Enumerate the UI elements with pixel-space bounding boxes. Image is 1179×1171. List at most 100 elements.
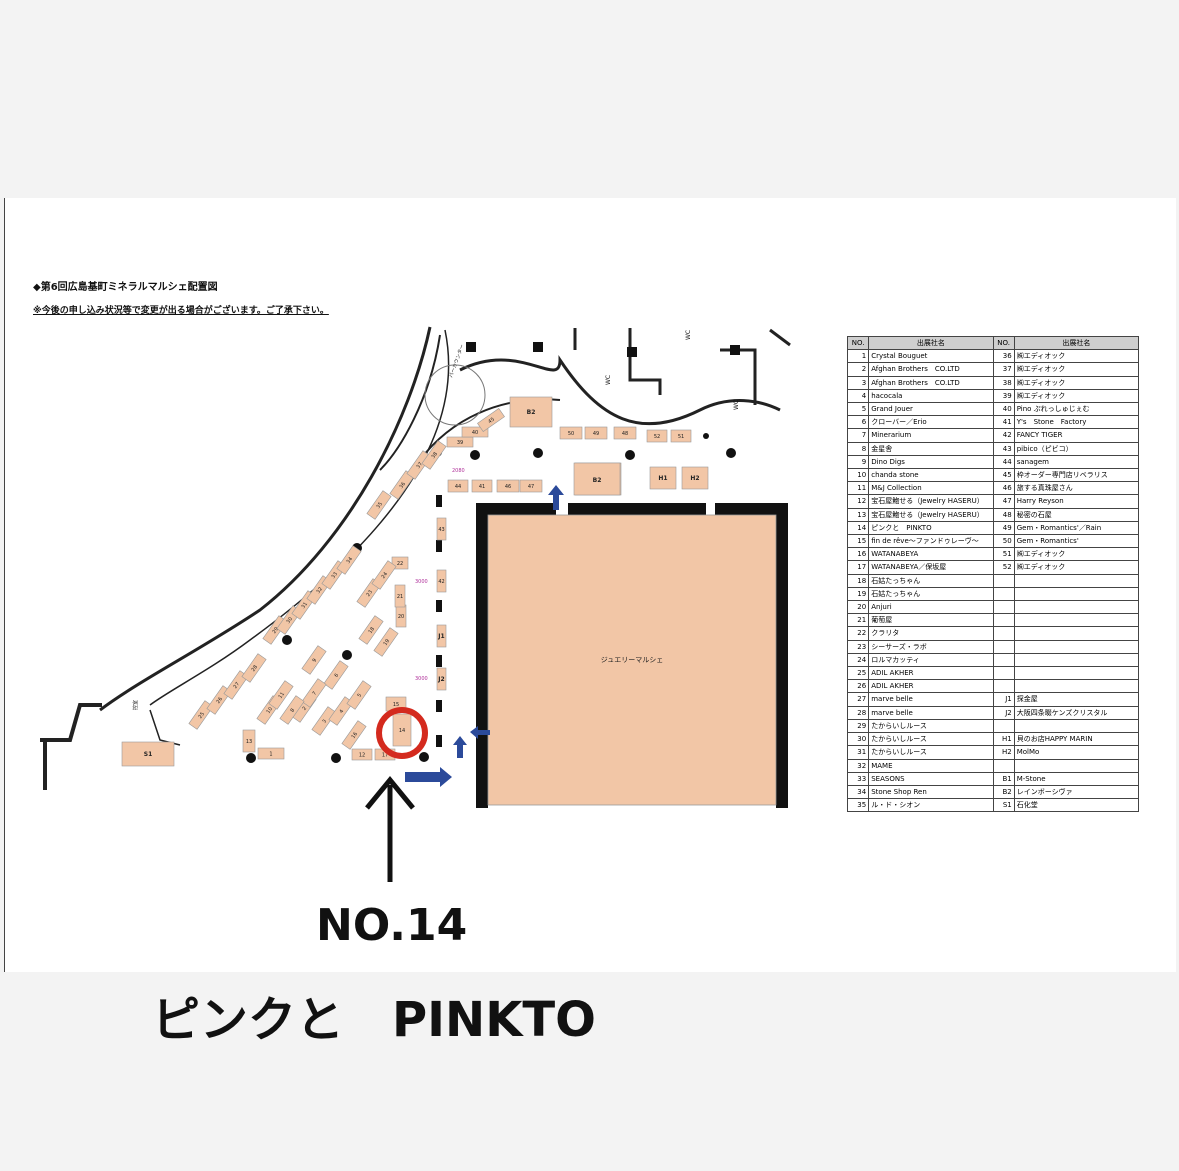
- booth-37: 37: [406, 450, 432, 480]
- booth-rect: [323, 660, 349, 690]
- row-no-left: 20: [846, 600, 870, 615]
- booth-rect: [436, 667, 447, 691]
- row-name-left: SEASONS: [868, 771, 994, 786]
- booth-14-highlight: [376, 707, 428, 759]
- booth-45: 45: [477, 408, 505, 432]
- counter-curve: [424, 364, 486, 426]
- row-name-left: たからいしルース: [868, 718, 994, 734]
- row-name-right: 秘密の石屋: [1013, 507, 1140, 522]
- booth-label: 22: [397, 561, 403, 567]
- booth-19: 19: [373, 627, 399, 657]
- room-label: 控室: [132, 700, 139, 710]
- row-no-left: 16: [846, 547, 870, 562]
- row-no-left: 5: [846, 402, 870, 417]
- booth-label: 15: [393, 702, 399, 708]
- row-name-right: ㈱エディオック: [1013, 547, 1140, 562]
- header-no-left: NO.: [846, 335, 870, 351]
- row-name-right: 枠オーダー専門店リベラリス: [1013, 468, 1140, 483]
- row-name-right: ㈱エディオック: [1013, 362, 1140, 377]
- booth-14: 14: [392, 713, 412, 747]
- row-no-left: 8: [846, 441, 870, 456]
- row-no-right: S1: [992, 798, 1015, 813]
- booth-label: 17: [382, 753, 388, 759]
- booth-rect: [242, 729, 256, 753]
- booth-label: 38: [431, 451, 440, 460]
- row-name-left: chanda stone: [868, 468, 994, 483]
- row-name-right: ㈱エディオック: [1013, 560, 1140, 575]
- row-no-left: 12: [846, 494, 870, 509]
- row-no-right: 52: [992, 560, 1015, 575]
- booth-label: 23: [366, 589, 375, 598]
- row-no-left: 33: [846, 771, 870, 786]
- row-no-left: 9: [846, 454, 870, 470]
- map-title: ◆第6回広島基町ミネラルマルシェ配置図: [33, 282, 218, 293]
- row-no-left: 25: [846, 666, 870, 681]
- booth-label: 28: [251, 664, 260, 673]
- booth-label: 6: [333, 673, 340, 679]
- row-no-left: 14: [846, 520, 870, 536]
- row-name-right: ㈱エディオック: [1013, 349, 1140, 364]
- booth-rect: [584, 426, 608, 440]
- booth-rect: [241, 653, 267, 683]
- booth-40: 40: [461, 426, 489, 438]
- row-name-left: 石姑たっちゃん: [868, 586, 994, 602]
- booth-rect: [613, 426, 637, 440]
- row-name-right: [1013, 679, 1140, 694]
- row-no-left: 11: [846, 481, 870, 496]
- row-no-left: 32: [846, 758, 870, 773]
- booth-s1: S1: [121, 741, 175, 767]
- row-name-right: 探金屋: [1013, 692, 1140, 707]
- row-name-right: Pino ぷれっしゅじぇむ: [1013, 402, 1140, 417]
- row-name-left: Afghan Brothers CO.LTD: [868, 375, 994, 390]
- booth-rect: [268, 680, 294, 710]
- row-name-left: marve belle: [868, 705, 994, 720]
- row-no-right: 46: [992, 481, 1015, 496]
- header-no-right: NO.: [992, 335, 1015, 351]
- dashed-columns: [436, 495, 442, 747]
- booth-rect: [392, 713, 412, 747]
- booth-24: 24: [371, 560, 397, 590]
- row-no-right: [992, 639, 1015, 654]
- booth-label: J2: [437, 676, 444, 683]
- row-no-right: 41: [992, 415, 1015, 430]
- booth-rect: [394, 584, 406, 608]
- booth-label: 30: [286, 616, 295, 625]
- booth-12: 12: [351, 748, 373, 761]
- booth-49: 49: [584, 426, 608, 440]
- wc-label-1: WC: [685, 330, 692, 340]
- booth-rect: [341, 720, 367, 750]
- row-no-left: 10: [846, 468, 870, 483]
- entry-arrows: [405, 485, 564, 787]
- booth-rect: [519, 479, 543, 493]
- row-name-right: 貝のお店HAPPY MARIN: [1013, 732, 1140, 747]
- row-name-right: M-Stone: [1013, 771, 1140, 786]
- counter-label: バーカウンター: [447, 343, 466, 378]
- booth-label: 21: [397, 594, 403, 600]
- booth-43: 43: [436, 517, 447, 541]
- row-no-left: 28: [846, 705, 870, 720]
- row-name-left: Grand Jouer: [868, 402, 994, 417]
- booth-13: 13: [242, 729, 256, 753]
- booth-11: 11: [268, 680, 294, 710]
- row-name-right: [1013, 652, 1140, 668]
- booth-label: 32: [316, 586, 325, 595]
- booth-rect: [346, 680, 372, 710]
- booth-rect: [421, 440, 447, 470]
- row-name-right: [1013, 718, 1140, 734]
- row-name-right: Y's Stone Factory: [1013, 415, 1140, 430]
